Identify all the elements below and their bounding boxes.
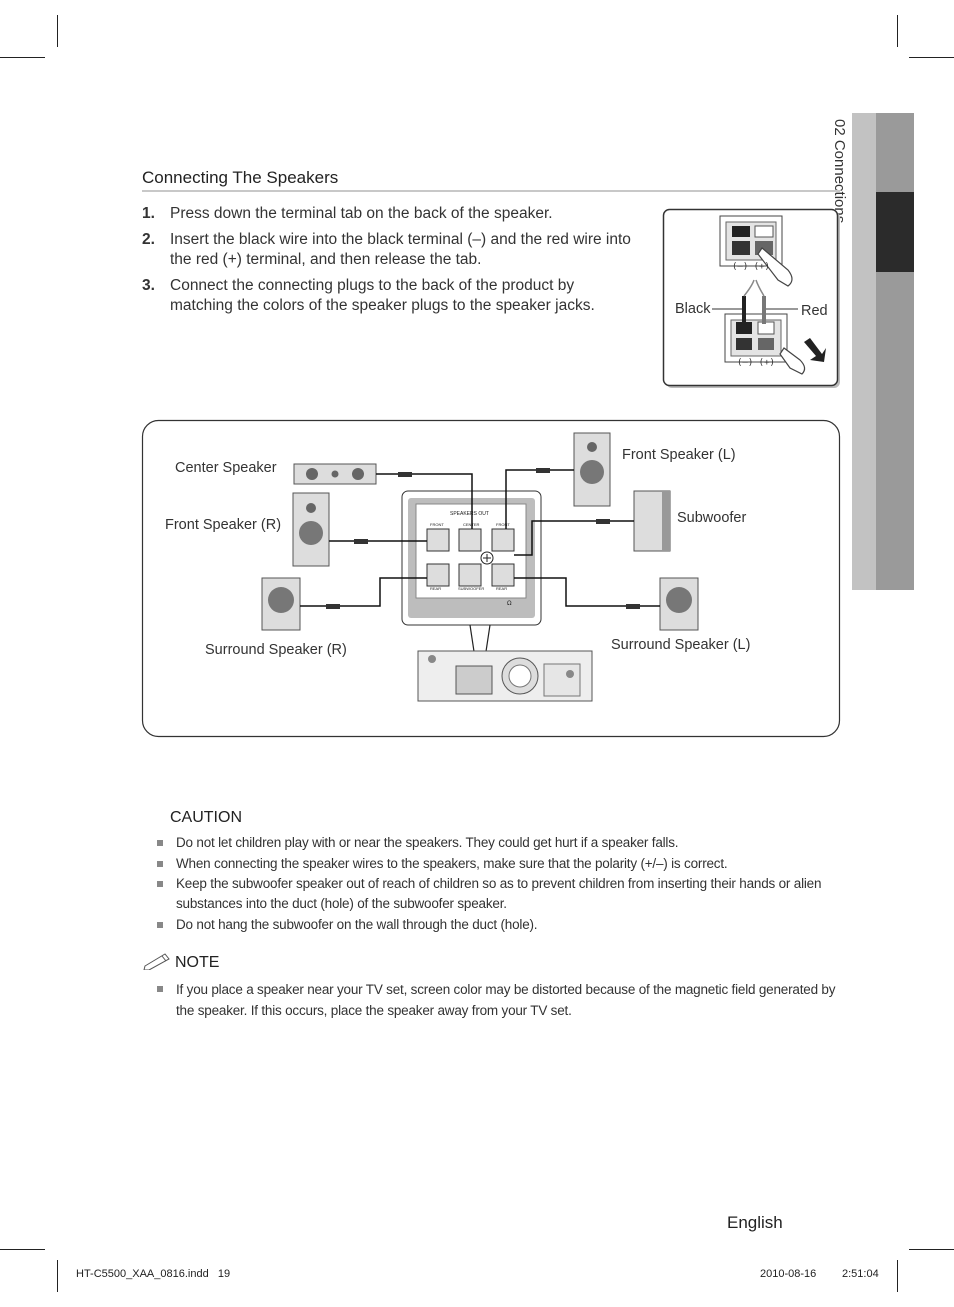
caution-item-text: Keep the subwoofer speaker out of reach … xyxy=(176,876,822,911)
front-speaker-r-label: Front Speaker (R) xyxy=(165,517,282,533)
caution-item: Do not hang the subwoofer on the wall th… xyxy=(157,915,847,935)
step-2: 2. Insert the black wire into the black … xyxy=(142,230,642,272)
speaker-wiring-diagram: SPEAKERS OUT FRONT CENTER FRONT REAR SUB… xyxy=(141,419,841,738)
crop-mark xyxy=(897,1260,898,1292)
bullet-marker xyxy=(157,986,163,992)
panel-ohm: Ω xyxy=(507,600,512,607)
caution-item: Do not let children play with or near th… xyxy=(157,833,847,853)
crop-mark xyxy=(909,1249,954,1250)
caution-item: Keep the subwoofer speaker out of reach … xyxy=(157,874,847,914)
crop-mark xyxy=(0,1249,45,1250)
caution-title: CAUTION xyxy=(170,809,242,826)
caution-item-text: Do not hang the subwoofer on the wall th… xyxy=(176,917,538,932)
note-item: If you place a speaker near your TV set,… xyxy=(157,979,847,1021)
caution-item-text: Do not let children play with or near th… xyxy=(176,835,679,850)
footer-time: 2:51:04 xyxy=(842,1268,879,1280)
bullet-marker xyxy=(157,840,163,846)
surround-speaker-l-label: Surround Speaker (L) xyxy=(611,637,751,653)
step-3: 3. Connect the connecting plugs to the b… xyxy=(142,276,642,318)
center-speaker-label: Center Speaker xyxy=(175,460,277,476)
red-wire-label: Red xyxy=(801,303,828,319)
front-speaker-l-label: Front Speaker (L) xyxy=(622,447,736,463)
caution-item: When connecting the speaker wires to the… xyxy=(157,854,847,874)
chapter-tab-strip xyxy=(876,113,914,590)
pencil-icon xyxy=(143,953,170,970)
bullet-marker xyxy=(157,922,163,928)
step-text: Press down the terminal tab on the back … xyxy=(170,205,553,222)
footer-date: 2010-08-16 xyxy=(760,1268,817,1280)
polarity-bottom-label: (–) (+) xyxy=(737,358,775,368)
bullet-marker xyxy=(157,861,163,867)
jack-label-front-l: FRONT xyxy=(496,522,510,527)
crop-mark xyxy=(57,15,58,47)
note-item-text: If you place a speaker near your TV set,… xyxy=(176,982,836,1018)
polarity-top-label: (–) (+) xyxy=(732,262,770,272)
step-number: 2. xyxy=(142,231,155,248)
step-text: Connect the connecting plugs to the back… xyxy=(170,277,595,314)
black-wire-label: Black xyxy=(675,301,711,317)
jack-label-rear-l: REAR xyxy=(496,586,507,591)
chapter-tab-marker xyxy=(876,192,914,272)
page-language: English xyxy=(727,1213,783,1232)
step-number: 3. xyxy=(142,277,155,294)
jack-label-subwoofer: SUBWOOFER xyxy=(458,586,484,591)
crop-mark xyxy=(0,57,45,58)
step-1: 1. Press down the terminal tab on the ba… xyxy=(142,204,642,226)
crop-mark xyxy=(909,57,954,58)
step-number: 1. xyxy=(142,205,155,222)
step-text: Insert the black wire into the black ter… xyxy=(170,231,631,268)
panel-header: SPEAKERS OUT xyxy=(450,511,489,517)
surround-speaker-r-label: Surround Speaker (R) xyxy=(205,642,347,658)
bullet-marker xyxy=(157,881,163,887)
jack-label-rear-r: REAR xyxy=(430,586,441,591)
terminal-figure xyxy=(662,208,840,388)
crop-mark xyxy=(57,1260,58,1292)
subwoofer-label: Subwoofer xyxy=(677,510,747,526)
footer-filename: HT-C5500_XAA_0816.indd 19 xyxy=(76,1268,231,1280)
jack-label-front-r: FRONT xyxy=(430,522,444,527)
title-rule xyxy=(142,190,840,192)
crop-mark xyxy=(897,15,898,47)
note-title: NOTE xyxy=(175,954,220,971)
caution-item-text: When connecting the speaker wires to the… xyxy=(176,856,728,871)
caution-icon xyxy=(140,806,166,830)
section-title: Connecting The Speakers xyxy=(142,168,339,187)
